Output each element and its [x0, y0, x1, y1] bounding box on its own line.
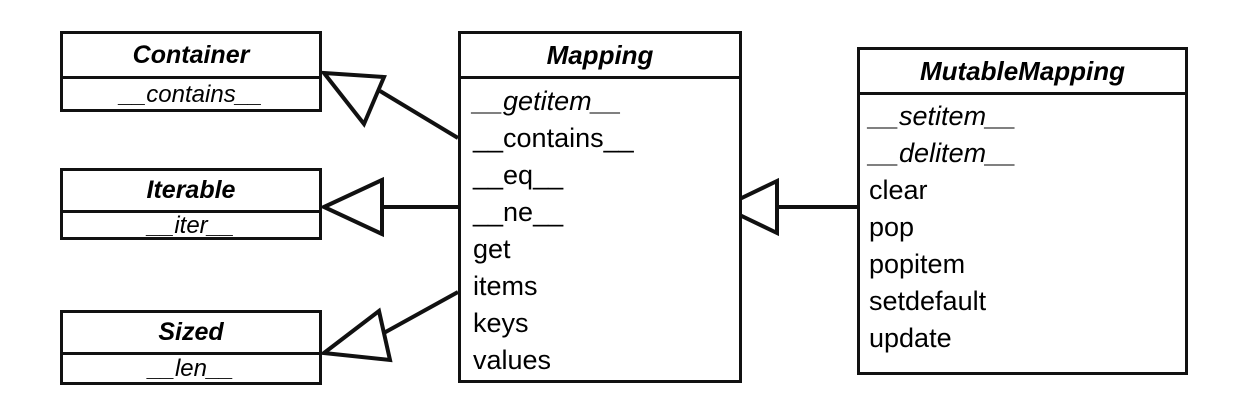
class-header-iterable: Iterable [63, 171, 319, 213]
member-mutablemapping-clear: clear [869, 175, 928, 205]
class-header-sized: Sized [63, 313, 319, 355]
member-mapping-eq: __eq__ [473, 160, 564, 190]
edge-line-mapping-sized [381, 290, 459, 336]
member-mapping-values: values [473, 345, 552, 375]
class-header-container: Container [63, 34, 319, 79]
member-mutablemapping-popitem: popitem [869, 249, 966, 279]
member-mapping-getitem: __getitem__ [473, 86, 622, 116]
member-mapping-ne: __ne__ [473, 197, 564, 227]
class-box-mapping[interactable]: Mapping __getitem__ __contains__ __eq__ … [458, 31, 742, 383]
class-members-mutablemapping: __setitem__ __delitem__ clear pop popite… [860, 95, 1185, 372]
member-iterable-iter: __iter__ [147, 212, 235, 239]
class-name-mapping: Mapping [546, 39, 654, 70]
generalization-mapping-to-container [319, 70, 460, 140]
generalization-arrow-sized [318, 307, 393, 363]
member-mutablemapping-pop: pop [869, 212, 915, 242]
class-box-mutablemapping[interactable]: MutableMapping __setitem__ __delitem__ c… [857, 47, 1188, 375]
class-members-iterable: __iter__ [63, 213, 319, 238]
edge-line-mapping-container [378, 89, 460, 140]
member-container-contains: __contains__ [119, 81, 263, 108]
member-mutablemapping-setdefault: setdefault [869, 286, 987, 316]
class-name-iterable: Iterable [146, 176, 236, 204]
class-members-mapping: __getitem__ __contains__ __eq__ __ne__ g… [461, 79, 739, 380]
member-mutablemapping-delitem: __delitem__ [869, 138, 1017, 168]
class-box-container[interactable]: Container __contains__ [60, 31, 322, 112]
generalization-mapping-to-sized [318, 290, 459, 363]
member-mutablemapping-update: update [869, 323, 952, 353]
member-sized-len: __len__ [148, 355, 234, 382]
class-box-iterable[interactable]: Iterable __iter__ [60, 168, 322, 240]
class-name-container: Container [132, 40, 250, 69]
member-mapping-items: items [473, 271, 538, 301]
generalization-mutablemapping-to-mapping [718, 177, 857, 237]
class-box-sized[interactable]: Sized __len__ [60, 310, 322, 385]
member-mutablemapping-setitem: __setitem__ [869, 101, 1017, 131]
member-mapping-keys: keys [473, 308, 529, 338]
class-members-container: __contains__ [63, 79, 319, 109]
generalization-arrow-container [319, 70, 387, 128]
class-name-mutablemapping: MutableMapping [919, 55, 1126, 86]
member-mapping-get: get [473, 234, 511, 264]
generalization-mapping-to-iterable [319, 176, 458, 238]
class-header-mutablemapping: MutableMapping [860, 50, 1185, 95]
generalization-arrow-iterable [319, 176, 384, 238]
class-members-sized: __len__ [63, 355, 319, 382]
class-name-sized: Sized [158, 318, 224, 346]
class-header-mapping: Mapping [461, 34, 739, 79]
member-mapping-contains: __contains__ [473, 123, 634, 153]
